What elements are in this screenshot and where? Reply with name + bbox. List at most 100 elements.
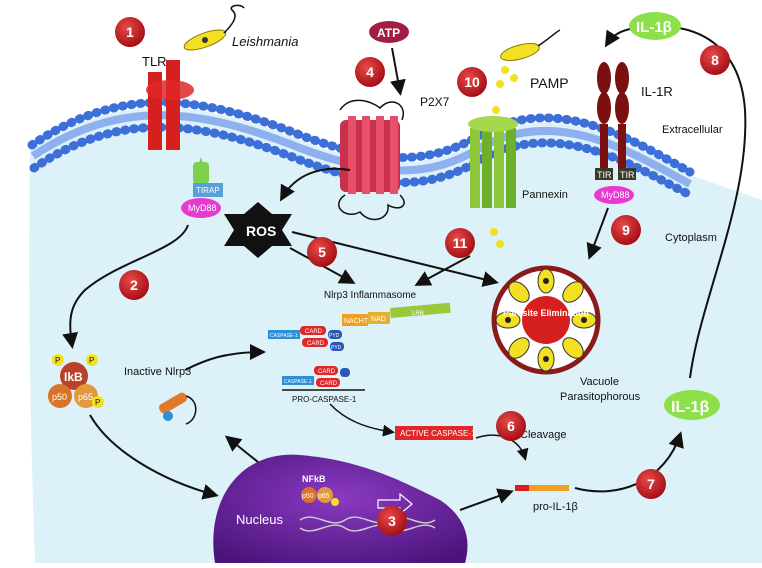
atp-label: ATP <box>377 26 400 40</box>
il1b-secretion-arrow <box>636 18 747 379</box>
leishmania-label: Leishmania <box>232 34 299 49</box>
card-top-label: CARD <box>305 329 323 335</box>
card-pro-bottom-label: CARD <box>320 381 338 387</box>
card-mid-label: CARD <box>307 341 325 347</box>
step-badge-4 <box>355 57 385 87</box>
inactive-to-inflammasome-arrow <box>184 344 266 371</box>
il1r-receptor <box>597 62 629 172</box>
il1b-top-label: IL-1β <box>636 19 672 36</box>
caspase-small-top: CASPASE-1 <box>270 333 298 339</box>
step-badge-2 <box>119 270 149 300</box>
leishmania-parasite <box>183 4 245 51</box>
nad-label: NAD <box>371 316 386 323</box>
nfkb-label: NFkB <box>302 474 326 484</box>
atp-arrow <box>389 47 406 96</box>
caspase-small-bottom: CASPASE-1 <box>284 379 312 385</box>
dna-strand-1 <box>299 516 436 524</box>
pyd-bottom-label: PYD <box>331 345 342 351</box>
step-badge-3 <box>377 506 407 536</box>
active-caspase-box <box>395 426 473 440</box>
cytoplasm-label: Cytoplasm <box>665 232 717 244</box>
transcription-arrow <box>377 492 413 516</box>
extracellular-label: Extracellular <box>662 124 723 136</box>
ikb-label: IkB <box>64 370 83 384</box>
step-number-1: 1 <box>126 24 134 40</box>
step-badge-11 <box>445 228 475 258</box>
nucleus-label: Nucleus <box>236 512 283 527</box>
procaspase-to-active-arrow <box>329 403 395 437</box>
il1b-mid-label: IL-1β <box>671 399 709 416</box>
nucleus-p65-circle <box>317 487 333 503</box>
pro-caspase-label: PRO-CASPASE-1 <box>292 395 357 404</box>
tlr-label: TLR <box>142 54 167 69</box>
parasitophorous-vacuole <box>491 265 601 375</box>
pyd-top-label: PYD <box>329 333 340 339</box>
card-pro-top-label: CARD <box>318 369 336 375</box>
lrr-label: LRR <box>412 311 425 317</box>
myd88-right-label: MyD88 <box>601 190 630 200</box>
parasite-elimination-text: Parasite Elimination <box>503 308 589 318</box>
step-badge-1 <box>115 17 145 47</box>
p2x7-channel <box>338 99 405 221</box>
parasitophorous-label: Parasitophorous <box>560 391 641 403</box>
atp-oval <box>369 21 409 43</box>
tirap-box <box>193 183 223 197</box>
pro-il1b-red-segment <box>515 485 529 491</box>
inflammasome-complex: CASPASE-1 CARD CARD PYD PYD NACHT NAD LR… <box>268 302 451 351</box>
step-badge-7 <box>636 469 666 499</box>
nucleus-p50-label: p50 <box>302 493 314 500</box>
pannexin-channel <box>468 116 518 248</box>
p2x7-label: P2X7 <box>420 95 450 109</box>
step-number-4: 4 <box>366 64 374 80</box>
step-number-6: 6 <box>507 418 515 434</box>
dna-strand-2 <box>299 524 436 532</box>
pro-caspase-complex: CASPASE-1 CARD CARD <box>282 366 365 391</box>
tlr-receptor <box>146 60 209 184</box>
myd88-to-vacuole-arrow <box>586 207 609 260</box>
active-caspase-label: ACTIVE CASPASE-1 <box>400 429 476 438</box>
ros-star <box>224 202 292 258</box>
step-badge-9 <box>611 215 641 245</box>
tir-right-box <box>618 168 636 180</box>
pamp-label: PAMP <box>530 75 569 91</box>
pannexin-to-inflammasome-arrow <box>414 255 471 286</box>
ikb-to-nucleus-arrow <box>89 414 219 500</box>
pro-il1b-label: pro-IL-1β <box>533 501 578 513</box>
step-number-7: 7 <box>647 476 655 492</box>
ikb-p-left: P <box>55 356 60 365</box>
nlrp3-inflammasome-text: Nlrp3 Inflammasome <box>324 290 417 301</box>
nucleus-to-proil1b-arrow <box>459 488 514 511</box>
ikb-p-right: P <box>89 356 94 365</box>
vacuole-label: Vacuole <box>580 376 619 388</box>
tir-left-box <box>595 168 613 180</box>
degraded-ikb-icon <box>158 392 197 425</box>
nlrp3-inflammasome-label: Nlrp3 Inflammasome <box>324 290 417 301</box>
step-number-9: 9 <box>622 222 630 238</box>
nucleus-p50-circle <box>301 487 317 503</box>
tir-left-label: TIR <box>597 170 612 180</box>
step-number-11: 11 <box>453 235 468 251</box>
p2x7-to-ros-arrow <box>280 167 351 202</box>
tirap-label: TIRAP <box>196 186 220 195</box>
pamp-parasite <box>492 29 561 114</box>
step-number-3: 3 <box>388 513 396 529</box>
myd88-left-oval <box>181 198 221 218</box>
nucleus-p65-label: p65 <box>318 493 330 500</box>
step-badge-10 <box>457 67 487 97</box>
step-badge-6 <box>496 411 526 441</box>
myd88-right-oval <box>594 186 634 204</box>
nucleus-p-dot <box>331 498 339 506</box>
step-number-10: 10 <box>464 74 480 90</box>
inactive-nlrp3-label: Inactive Nlrp3 <box>124 366 191 378</box>
ikb-p-bottom: P <box>95 398 100 407</box>
pannexin-label: Pannexin <box>522 189 568 201</box>
step-number-5: 5 <box>318 244 326 260</box>
step-number-8: 8 <box>711 52 719 68</box>
cleavage-label: Cleavage <box>520 429 566 441</box>
myd88-left-label: MyD88 <box>188 203 217 213</box>
pro-il1b-orange-segment <box>529 485 569 491</box>
cell-cytoplasm <box>29 107 762 563</box>
nacht-label: NACHT <box>344 318 369 325</box>
